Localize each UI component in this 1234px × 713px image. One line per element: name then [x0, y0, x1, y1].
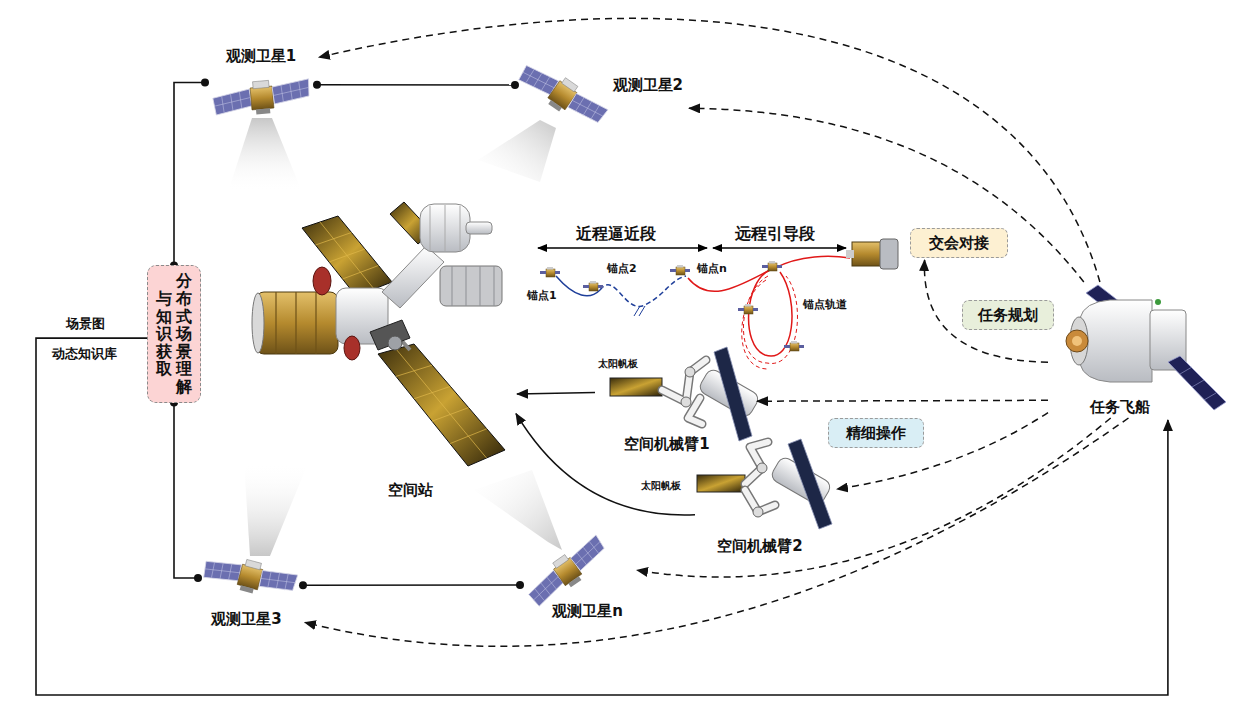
dashed-arrow: [837, 413, 1048, 490]
satellite-node: 观测卫星3: [198, 550, 303, 630]
node-label: 空间机械臂2: [717, 537, 802, 555]
process-box: 分布式场景理解与知识获取: [147, 265, 201, 402]
vertical-label: 分布式场景理解: [176, 272, 192, 395]
connector: [517, 393, 595, 395]
sensor-cone: [244, 462, 306, 556]
connector: [516, 414, 695, 515]
annotation-label: 锚点n: [697, 262, 727, 275]
satellite-icon: [212, 77, 312, 118]
dashed-arrow: [319, 18, 1100, 282]
satellite-icon: [522, 533, 613, 609]
satellite-node: 观测卫星1: [205, 45, 317, 120]
connector: [174, 403, 198, 578]
node-label: 观测卫星3: [211, 610, 281, 628]
annotation-label: 锚点2: [607, 262, 637, 275]
connector: [36, 338, 1168, 695]
node-label: 任务规划: [978, 306, 1038, 324]
annotation-label: 远程引导段: [735, 224, 815, 243]
robot-arm-illustration: [697, 439, 833, 529]
label-holder: 锚点n: [697, 262, 727, 275]
node-label: 交会对接: [929, 234, 989, 252]
spacecraft-illustration: [1066, 285, 1226, 410]
robot-arm-node: 空间机械臂2: [695, 440, 835, 555]
station-node: 空间站: [245, 205, 515, 505]
approach-trajectory: [538, 239, 898, 369]
satellite-node: 观测卫星n: [520, 538, 635, 622]
dashed-arrow: [305, 418, 1129, 646]
satellite-icon: [516, 55, 609, 134]
connector: [317, 84, 515, 86]
label-holder: 场景图: [66, 316, 105, 332]
node-label: 空间站: [388, 481, 433, 499]
sensor-cone: [474, 470, 562, 550]
label-holder: 太阳帆板: [641, 480, 681, 492]
connector: [174, 83, 205, 266]
annotation-label: 锚点轨道: [803, 298, 847, 311]
task-box: 交会对接: [910, 228, 1008, 258]
spacecraft-node: 任务飞船: [1048, 282, 1227, 418]
label-holder: 锚点1: [527, 289, 557, 302]
annotation-label: 太阳帆板: [641, 480, 681, 492]
node-label: 观测卫星n: [552, 602, 623, 620]
annotation-label: 锚点1: [527, 289, 557, 302]
satellite-node: 观测卫星2: [515, 58, 687, 133]
dashed-arrow: [689, 108, 1084, 282]
annotation-label: 太阳帆板: [598, 358, 638, 370]
dashed-arrow: [757, 400, 1048, 402]
node-label: 空间机械臂1: [624, 435, 709, 453]
annotation-label: 场景图: [66, 316, 105, 332]
label-holder: 锚点轨道: [803, 298, 847, 311]
label-holder: 太阳帆板: [598, 358, 638, 370]
sensor-cone: [478, 120, 556, 182]
dashed-arrow: [924, 260, 1048, 362]
node-label: 精细操作: [846, 424, 906, 442]
connector: [303, 584, 520, 586]
node-label: 任务飞船: [1090, 398, 1150, 416]
label-holder: 锚点2: [607, 262, 637, 275]
label-holder: 动态知识库: [52, 346, 117, 362]
annotation-label: 动态知识库: [52, 346, 117, 362]
annotation-label: 近程逼近段: [576, 224, 656, 243]
satellite-icon: [201, 549, 298, 603]
label-holder: 远程引导段: [735, 224, 815, 243]
space-station-illustration: [252, 202, 505, 466]
sensor-cone: [228, 118, 302, 192]
node-label: 观测卫星1: [226, 47, 296, 65]
node-label: 观测卫星2: [613, 76, 683, 94]
label-holder: 近程逼近段: [576, 224, 656, 243]
task-box: 任务规划: [962, 300, 1054, 330]
vertical-label: 与知识获取: [156, 290, 172, 378]
task-box: 精细操作: [828, 418, 924, 448]
